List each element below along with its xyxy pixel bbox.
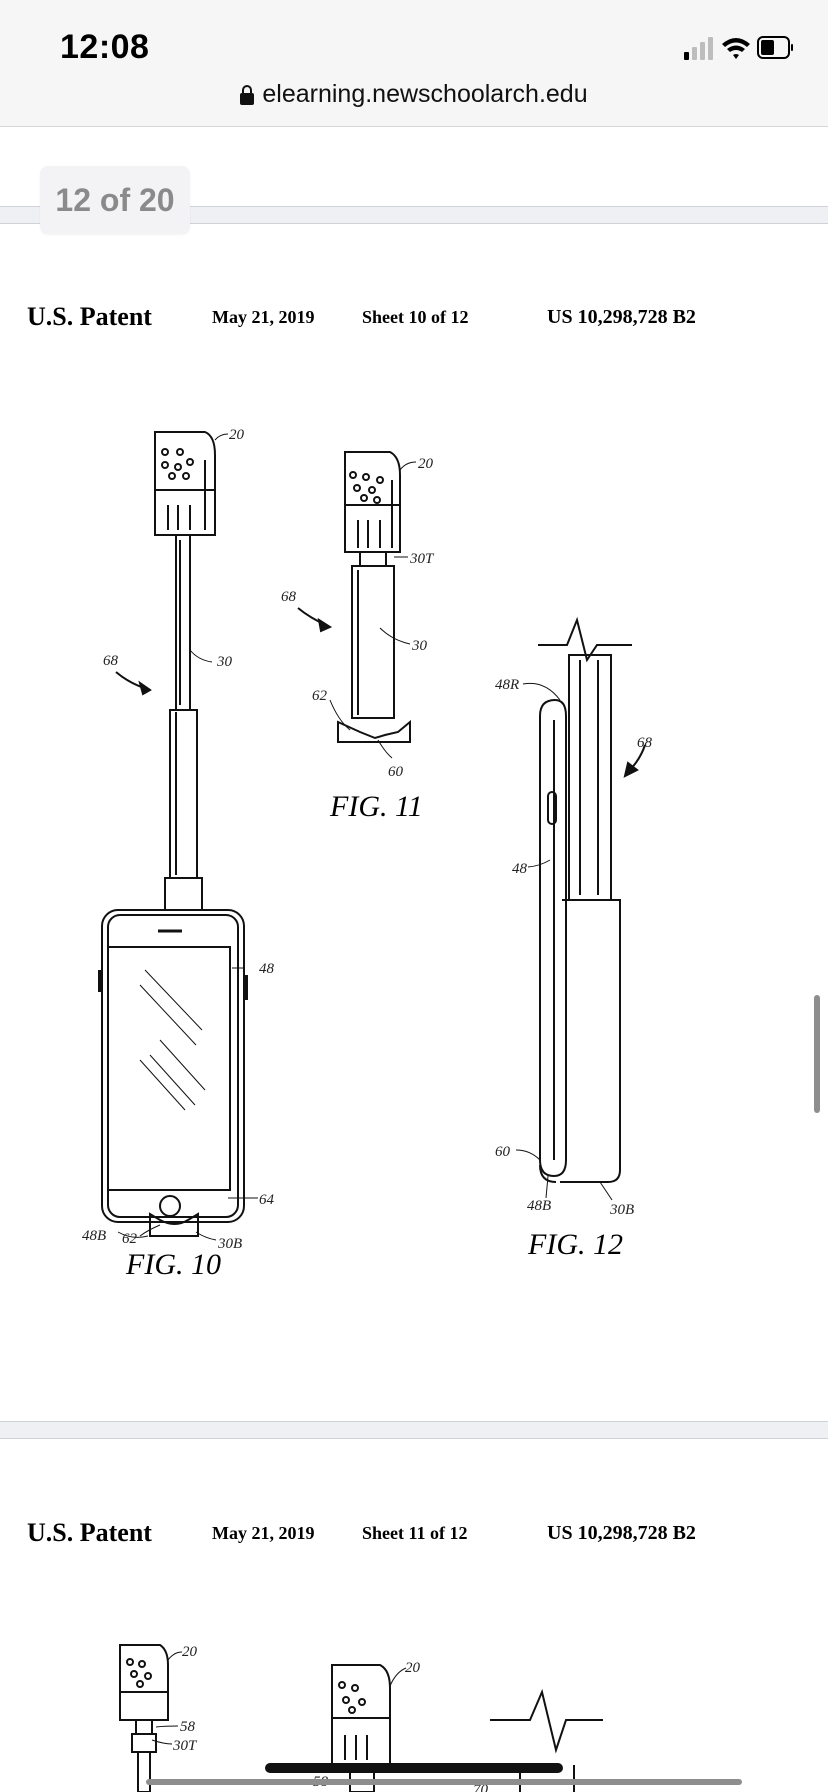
patent-number: US 10,298,728 B2 [547,306,696,328]
ref-label: 68 [281,589,297,605]
patent-title: U.S. Patent [27,1518,152,1547]
page-separator [0,1421,828,1439]
ref-label: 60 [495,1144,511,1160]
fig12-break-line [538,616,632,663]
patent-header: U.S. Patent May 21, 2019 Sheet 11 of 12 … [27,1518,807,1558]
sheet11-camera-head-left [119,1644,169,1792]
sheet11-break-line [490,1688,603,1754]
ref-label: 30T [409,551,435,567]
ref-label: 20 [418,456,434,472]
ref-label: 20 [229,427,245,443]
address-bar[interactable]: elearning.newschoolarch.edu [0,80,828,109]
fig10-camera-head [154,431,216,536]
ref-label: 48B [527,1198,551,1214]
ref-label: 68 [103,653,119,669]
battery-icon [757,36,793,59]
figure-label: FIG. 11 [330,790,423,823]
fig10-lower-rod [164,709,203,911]
wifi-icon [722,38,750,59]
document-viewer[interactable] [0,127,828,1792]
ref-label: 48B [82,1228,106,1244]
patent-date: May 21, 2019 [212,1523,315,1543]
ref-label: 30 [216,654,233,670]
fig12-phone-side [539,698,567,1178]
patent-sheet: Sheet 11 of 12 [362,1523,468,1543]
ref-label: 20 [405,1660,421,1676]
figure-label: FIG. 10 [126,1248,221,1281]
ref-label: 58 [180,1719,196,1735]
cellular-signal-icon [684,37,713,60]
ref-label: 62 [312,688,328,704]
vertical-scrollbar[interactable] [814,995,820,1113]
patent-drawing-sheet-10: 20 68 30 48 64 48B 62 30B 20 30T 68 30 6… [82,427,653,1252]
fig11-camera-head [344,451,401,553]
status-time: 12:08 [60,28,150,66]
patent-header: U.S. Patent May 21, 2019 Sheet 10 of 12 … [27,302,807,342]
figure-label: FIG. 12 [528,1228,623,1261]
ref-label: 48 [259,961,275,977]
home-indicator[interactable] [265,1763,563,1773]
ref-label: 30B [609,1202,634,1218]
url-text: elearning.newschoolarch.edu [262,80,588,108]
ref-label: 48R [495,677,519,693]
status-icons [684,36,793,60]
page-separator [0,206,828,224]
ref-label: 64 [259,1192,275,1208]
ref-label: 60 [388,764,404,780]
horizontal-scrollbar[interactable] [146,1779,742,1785]
ref-label: 30B [217,1236,242,1252]
patent-title: U.S. Patent [27,302,152,331]
ref-label: 20 [182,1644,198,1660]
ref-label: 70 [473,1782,489,1792]
ref-label: 48 [512,861,528,877]
status-bar: 12:08 elearning.newschoolarch.edu [0,0,828,127]
ref-label: 62 [122,1231,138,1247]
fig10-phone [98,909,248,1237]
fig11-rod [337,551,411,743]
patent-date: May 21, 2019 [212,307,315,327]
ref-label: 68 [637,735,653,751]
page-counter: 12 of 20 [40,166,190,234]
ref-label: 30T [172,1738,198,1754]
patent-drawing-sheet-11: 20 58 30T 20 58 70 [119,1644,603,1792]
fig10-upper-rod [175,534,191,711]
lock-icon [240,85,255,105]
patent-sheet: Sheet 10 of 12 [362,307,469,327]
fig12-rod-side [539,654,621,1183]
patent-number: US 10,298,728 B2 [547,1522,696,1544]
ref-label: 30 [411,638,428,654]
